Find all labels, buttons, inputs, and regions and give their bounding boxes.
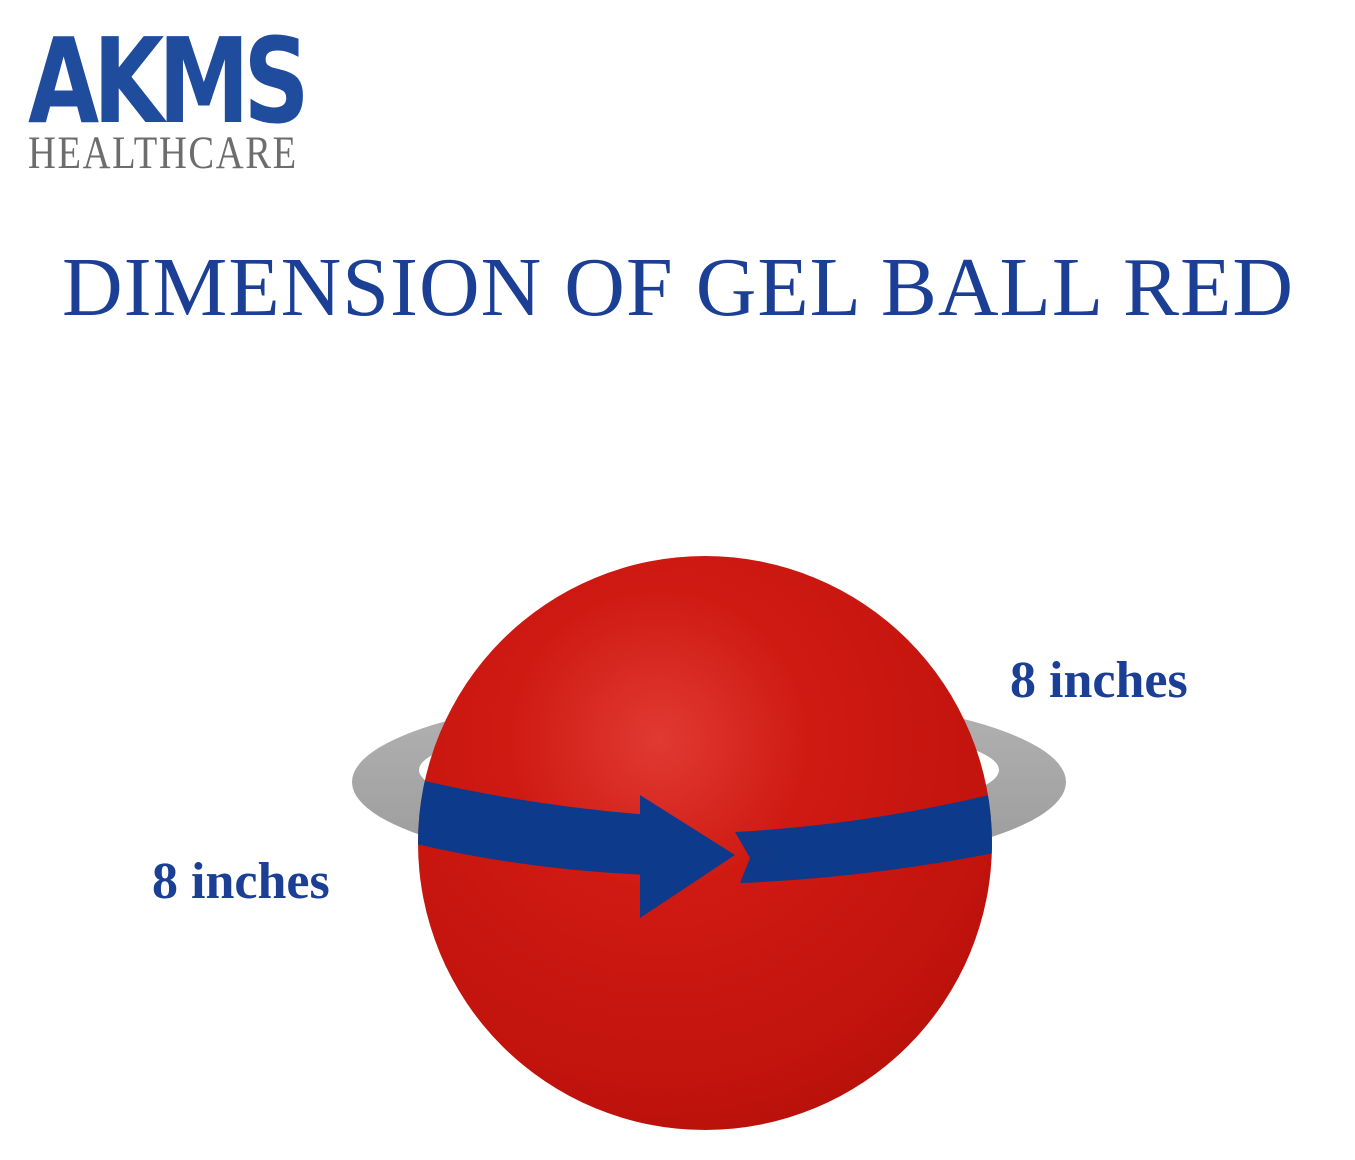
company-logo: AKMS HEALTHCARE: [28, 22, 328, 182]
arrow-tail-notch: [735, 832, 772, 883]
circumference-label: 8 inches: [1010, 652, 1188, 709]
page-title: DIMENSION OF GEL BALL RED: [62, 241, 1295, 334]
circumference-band: [418, 775, 992, 918]
logo-subtitle: HEALTHCARE: [28, 127, 298, 179]
diameter-label: 8 inches: [152, 853, 330, 910]
logo-brand-text: AKMS: [28, 12, 310, 150]
